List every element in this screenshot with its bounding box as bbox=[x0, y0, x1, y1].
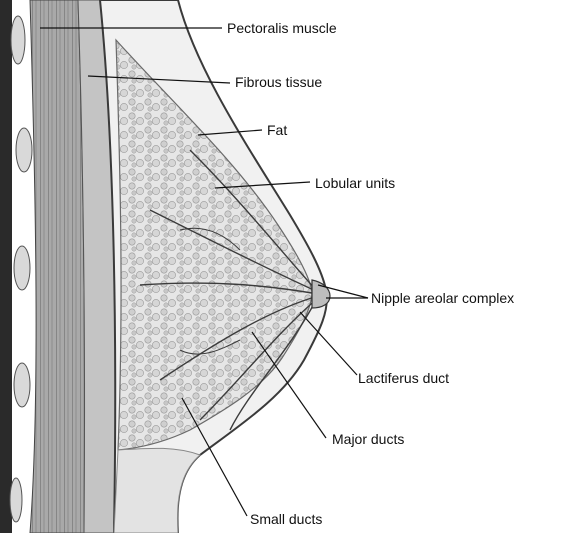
nipple-shape bbox=[312, 280, 330, 308]
lactiferus-duct-label: Lactiferus duct bbox=[358, 370, 449, 386]
pectoralis-muscle-label: Pectoralis muscle bbox=[227, 20, 337, 36]
lobular-units-label: Lobular units bbox=[315, 175, 395, 191]
small-ducts-label: Small ducts bbox=[250, 511, 322, 527]
major-ducts-label: Major ducts bbox=[332, 431, 404, 447]
pectoralis-muscle-shape bbox=[30, 0, 85, 533]
nipple-areolar-complex-label: Nipple areolar complex bbox=[371, 290, 514, 306]
ribs bbox=[10, 16, 32, 522]
fibrous-tissue-label: Fibrous tissue bbox=[235, 74, 322, 90]
chest-wall bbox=[0, 0, 12, 533]
lower-skin bbox=[114, 448, 200, 533]
fat-label: Fat bbox=[267, 122, 287, 138]
